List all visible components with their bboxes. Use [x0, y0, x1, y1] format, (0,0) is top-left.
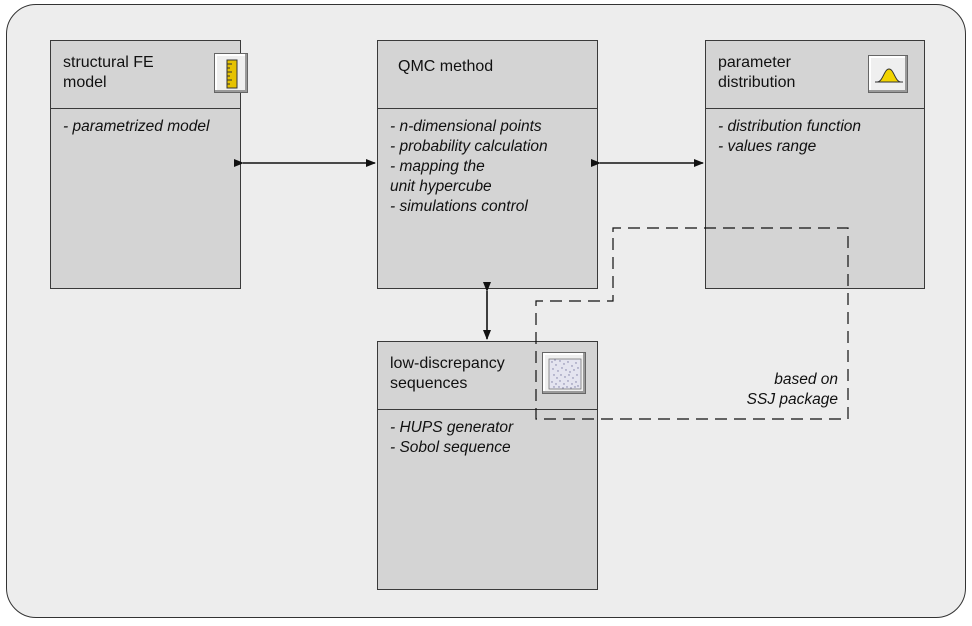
box-items: - n-dimensional points - probability cal…	[390, 118, 548, 215]
parameter-distribution-box: parameter distribution - distribution fu…	[705, 40, 925, 289]
box-items: - HUPS generator - Sobol sequence	[390, 419, 514, 456]
ruler-icon	[214, 53, 248, 93]
point-cloud-icon	[542, 352, 586, 394]
box-header: QMC method	[378, 41, 597, 109]
low-discrepancy-sequences-box: low-discrepancy sequences	[377, 341, 598, 590]
box-items: - parametrized model	[63, 118, 210, 135]
box-title: QMC method	[398, 58, 494, 75]
box-title: structural FE model	[63, 54, 154, 91]
box-header: parameter distribution	[706, 41, 924, 109]
box-title: parameter distribution	[718, 54, 796, 91]
ssj-package-note: based on SSJ package	[746, 371, 838, 408]
box-items: - distribution function - values range	[718, 118, 862, 155]
box-title: low-discrepancy sequences	[390, 355, 505, 392]
qmc-method-box: QMC method - n-dimensional points - prob…	[377, 40, 598, 289]
ssj-package-outline	[535, 227, 849, 420]
box-header: structural FE model	[51, 41, 248, 109]
structural-fe-model-box: structural FE model - parametrized model	[50, 40, 248, 289]
box-header: low-discrepancy sequences	[378, 342, 597, 410]
bell-curve-icon	[868, 55, 908, 93]
